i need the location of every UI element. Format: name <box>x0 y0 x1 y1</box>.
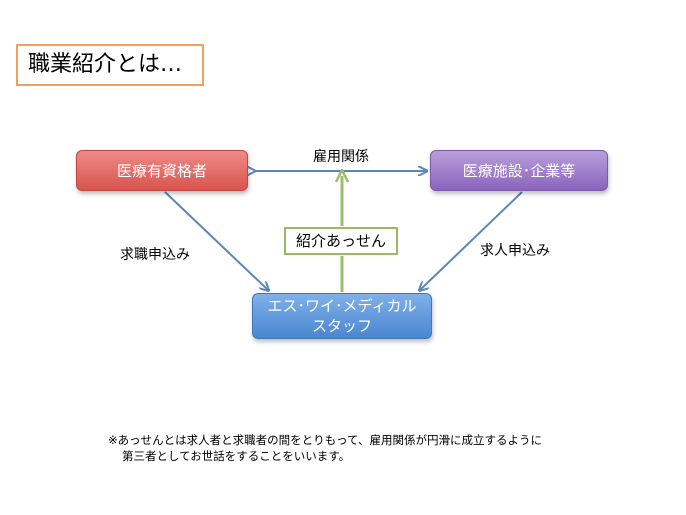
placement-box: 紹介あっせん <box>284 227 398 255</box>
agency-label-line2: スタッフ <box>311 317 372 335</box>
footnote-line2: 第三者としてお世話をすることをいいます。 <box>122 449 351 463</box>
footnote: ※あっせんとは求人者と求職者の間をとりもって、雇用関係が円滑に成立するように 第… <box>108 432 542 464</box>
page-title: 職業紹介とは… <box>16 44 204 86</box>
agency-node: エス･ワイ･メディカル スタッフ <box>252 293 432 339</box>
qualified-professional-label: 医療有資格者 <box>116 161 207 180</box>
medical-facility-label: 医療施設･企業等 <box>462 161 576 180</box>
qualified-professional-node: 医療有資格者 <box>76 150 248 191</box>
medical-facility-node: 医療施設･企業等 <box>430 150 608 191</box>
employment-label: 雇用関係 <box>313 149 369 165</box>
job-seeking-label: 求職申込み <box>120 247 190 263</box>
job-seeking-arrow <box>164 191 268 290</box>
job-offer-label: 求人申込み <box>480 243 550 259</box>
job-offer-arrow <box>420 191 523 290</box>
agency-label-line1: エス･ワイ･メディカル <box>267 297 417 315</box>
footnote-line1: ※あっせんとは求人者と求職者の間をとりもって、雇用関係が円滑に成立するように <box>108 433 542 447</box>
